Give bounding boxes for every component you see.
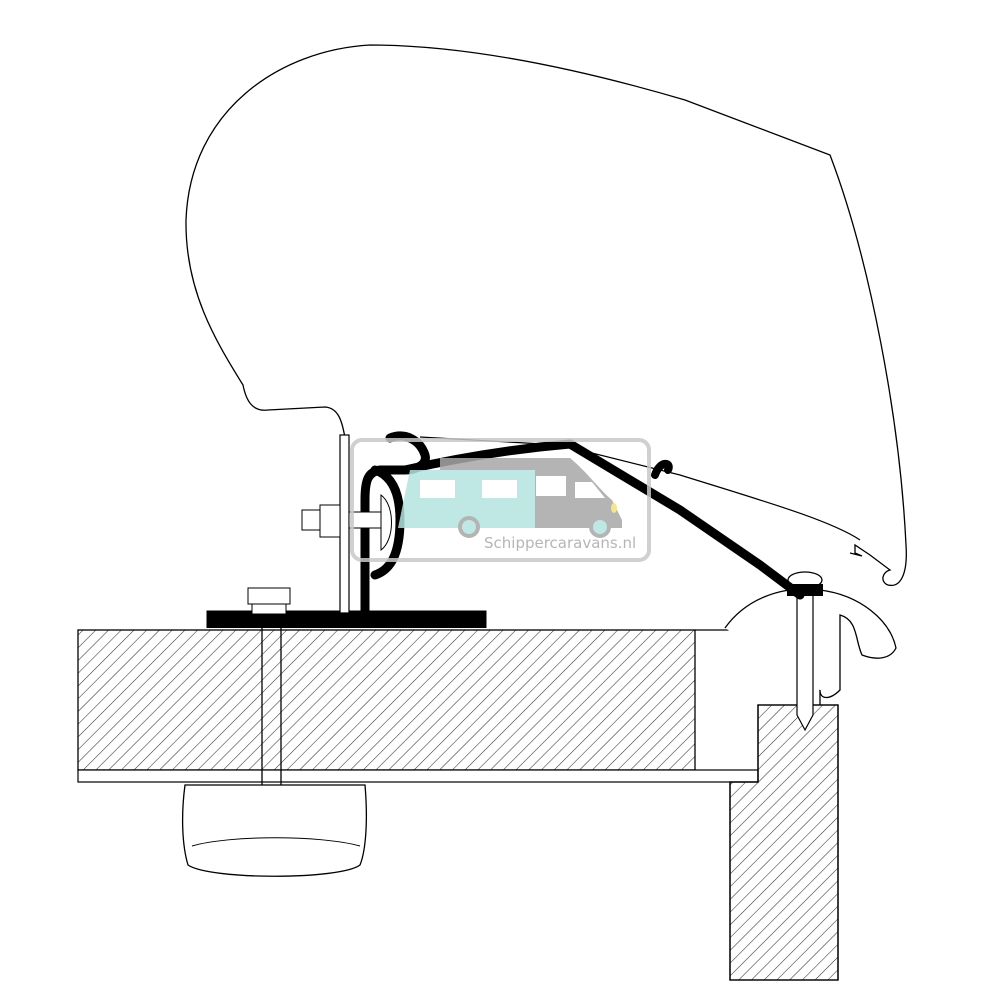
vertical-plate [339,434,350,614]
roof-inner-lining [77,769,759,783]
awning-cassette [185,44,907,587]
bracket-hook [651,459,673,479]
roof-section [77,629,696,771]
interior-knob [181,784,368,877]
watermark-text: Schippercaravans.nl [484,534,636,552]
side-wall-hatch [729,704,839,981]
awning-lower-edge [419,436,861,541]
watermark-logo: Schippercaravans.nl [350,438,651,562]
adapter-bracket [360,431,805,625]
side-bolt [301,494,392,551]
